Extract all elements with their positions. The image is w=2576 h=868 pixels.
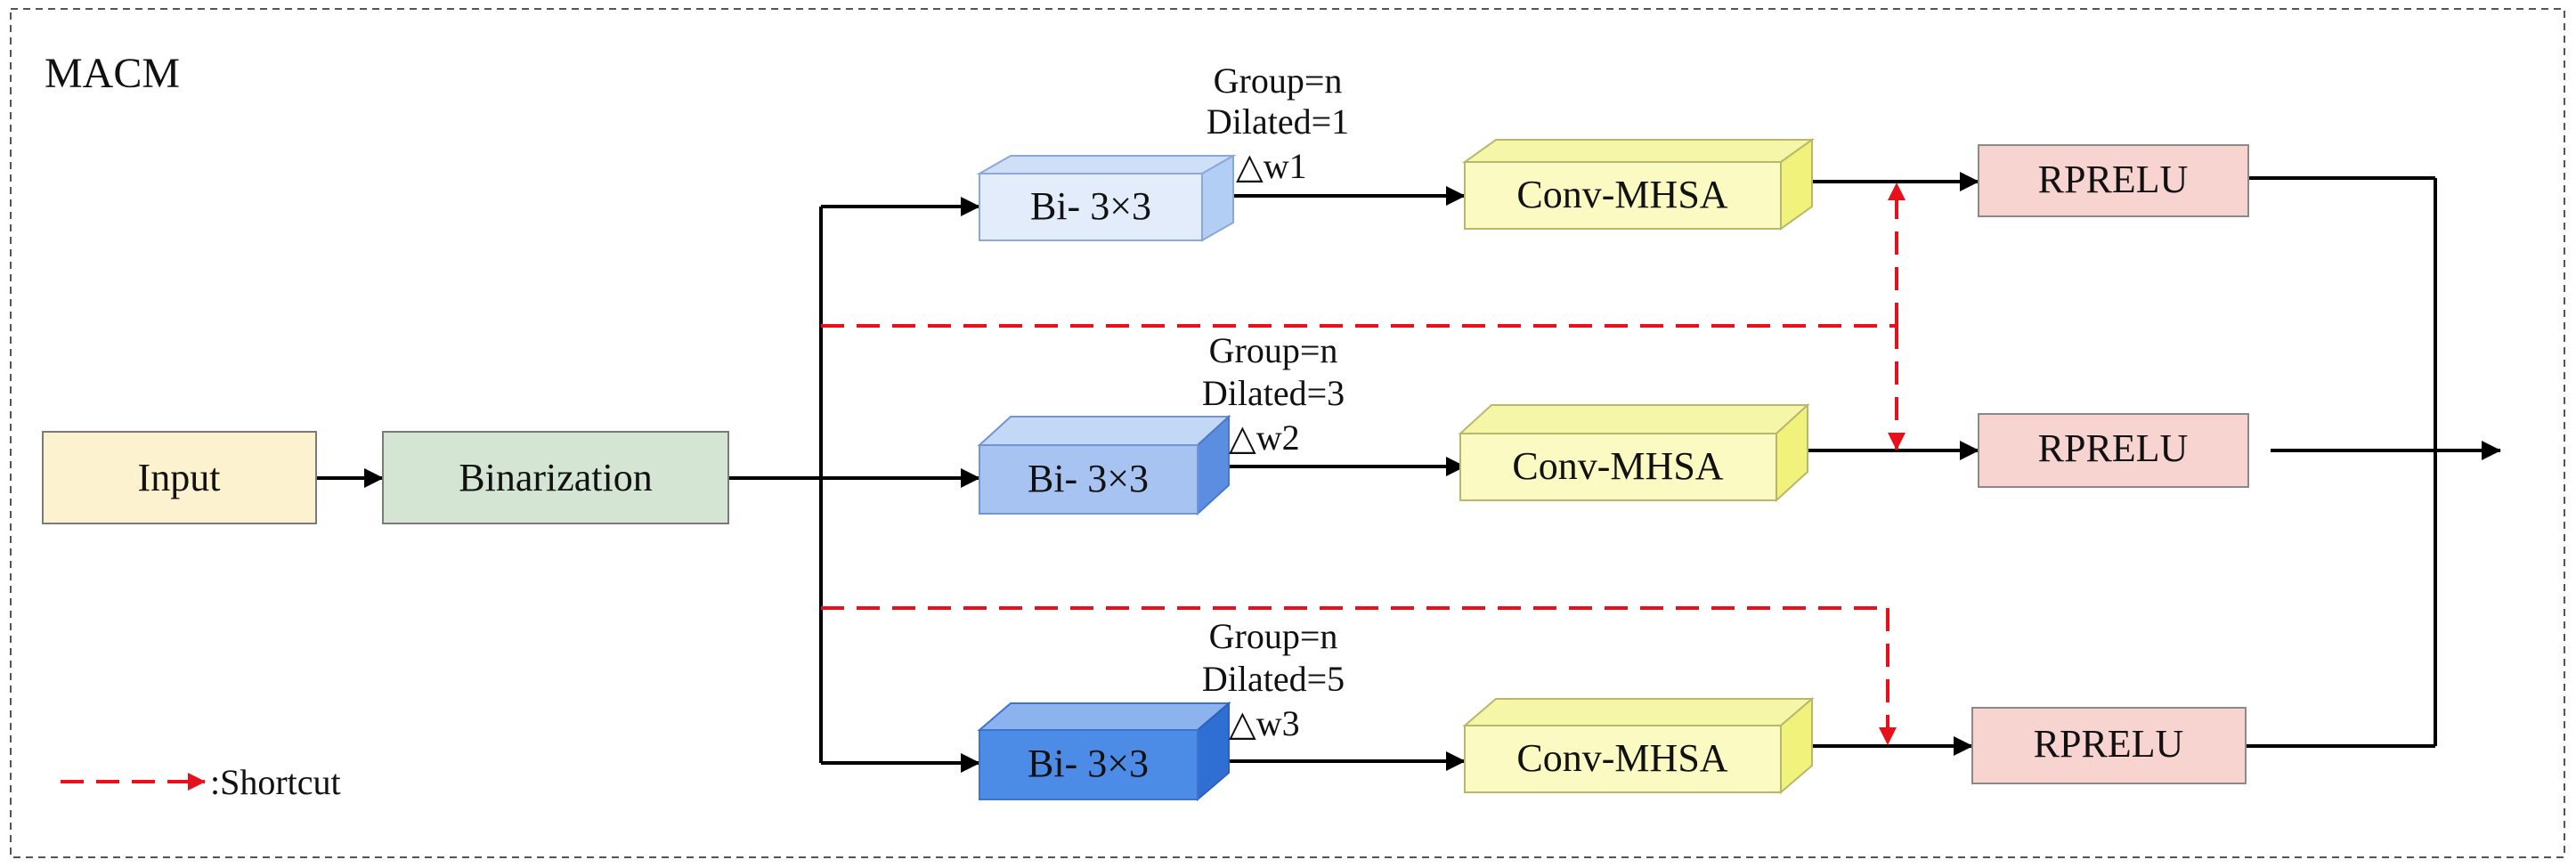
bi-conv-block-1: Bi- 3×3 bbox=[976, 154, 1237, 242]
branch-1-params: Group=n Dilated=1 △w1 bbox=[1207, 61, 1349, 186]
bi-conv-block-3: Bi- 3×3 bbox=[977, 701, 1231, 802]
shortcut-connectors bbox=[821, 183, 1906, 745]
group-label-1: Group=n bbox=[1214, 61, 1343, 101]
branch-2-params: Group=n Dilated=3 △w2 bbox=[1202, 330, 1345, 458]
bi-conv-label-1: Bi- 3×3 bbox=[1030, 184, 1151, 228]
rprelu-label-1: RPRELU bbox=[2038, 158, 2189, 201]
rprelu-label-2: RPRELU bbox=[2038, 426, 2189, 470]
legend: :Shortcut bbox=[61, 762, 341, 802]
group-label-3: Group=n bbox=[1209, 616, 1338, 656]
conv-mhsa-block-1: Conv-MHSA bbox=[1461, 138, 1816, 231]
conv-mhsa-label-1: Conv-MHSA bbox=[1516, 173, 1727, 216]
main-connectors bbox=[316, 172, 2501, 773]
binarization-label: Binarization bbox=[459, 456, 653, 499]
dilated-label-2: Dilated=3 bbox=[1202, 373, 1345, 413]
outer-frame bbox=[10, 8, 2565, 858]
dilated-label-1: Dilated=1 bbox=[1207, 101, 1349, 142]
weight-label-3: △w3 bbox=[1229, 703, 1300, 743]
diagram-title: MACM bbox=[45, 50, 180, 97]
conv-mhsa-block-3: Conv-MHSA bbox=[1462, 696, 1815, 795]
bi-conv-label-3: Bi- 3×3 bbox=[1028, 742, 1149, 785]
binarization-node: Binarization bbox=[382, 431, 729, 524]
conv-mhsa-label-2: Conv-MHSA bbox=[1512, 444, 1723, 488]
weight-label-1: △w1 bbox=[1236, 146, 1307, 186]
rprelu-label-3: RPRELU bbox=[2034, 722, 2184, 766]
input-label: Input bbox=[138, 456, 221, 499]
bi-conv-block-2: Bi- 3×3 bbox=[977, 414, 1231, 516]
dilated-label-3: Dilated=5 bbox=[1202, 659, 1345, 699]
rprelu-block-1: RPRELU bbox=[1978, 144, 2249, 217]
conv-mhsa-label-3: Conv-MHSA bbox=[1516, 736, 1727, 780]
rprelu-block-2: RPRELU bbox=[1978, 413, 2249, 488]
legend-shortcut-label: :Shortcut bbox=[210, 762, 341, 802]
conv-mhsa-block-2: Conv-MHSA bbox=[1458, 402, 1810, 503]
rprelu-block-3: RPRELU bbox=[1971, 707, 2247, 784]
group-label-2: Group=n bbox=[1209, 330, 1338, 370]
bi-conv-label-2: Bi- 3×3 bbox=[1028, 457, 1149, 500]
input-node: Input bbox=[42, 431, 317, 524]
weight-label-2: △w2 bbox=[1229, 418, 1300, 458]
branch-3-params: Group=n Dilated=5 △w3 bbox=[1202, 616, 1345, 743]
